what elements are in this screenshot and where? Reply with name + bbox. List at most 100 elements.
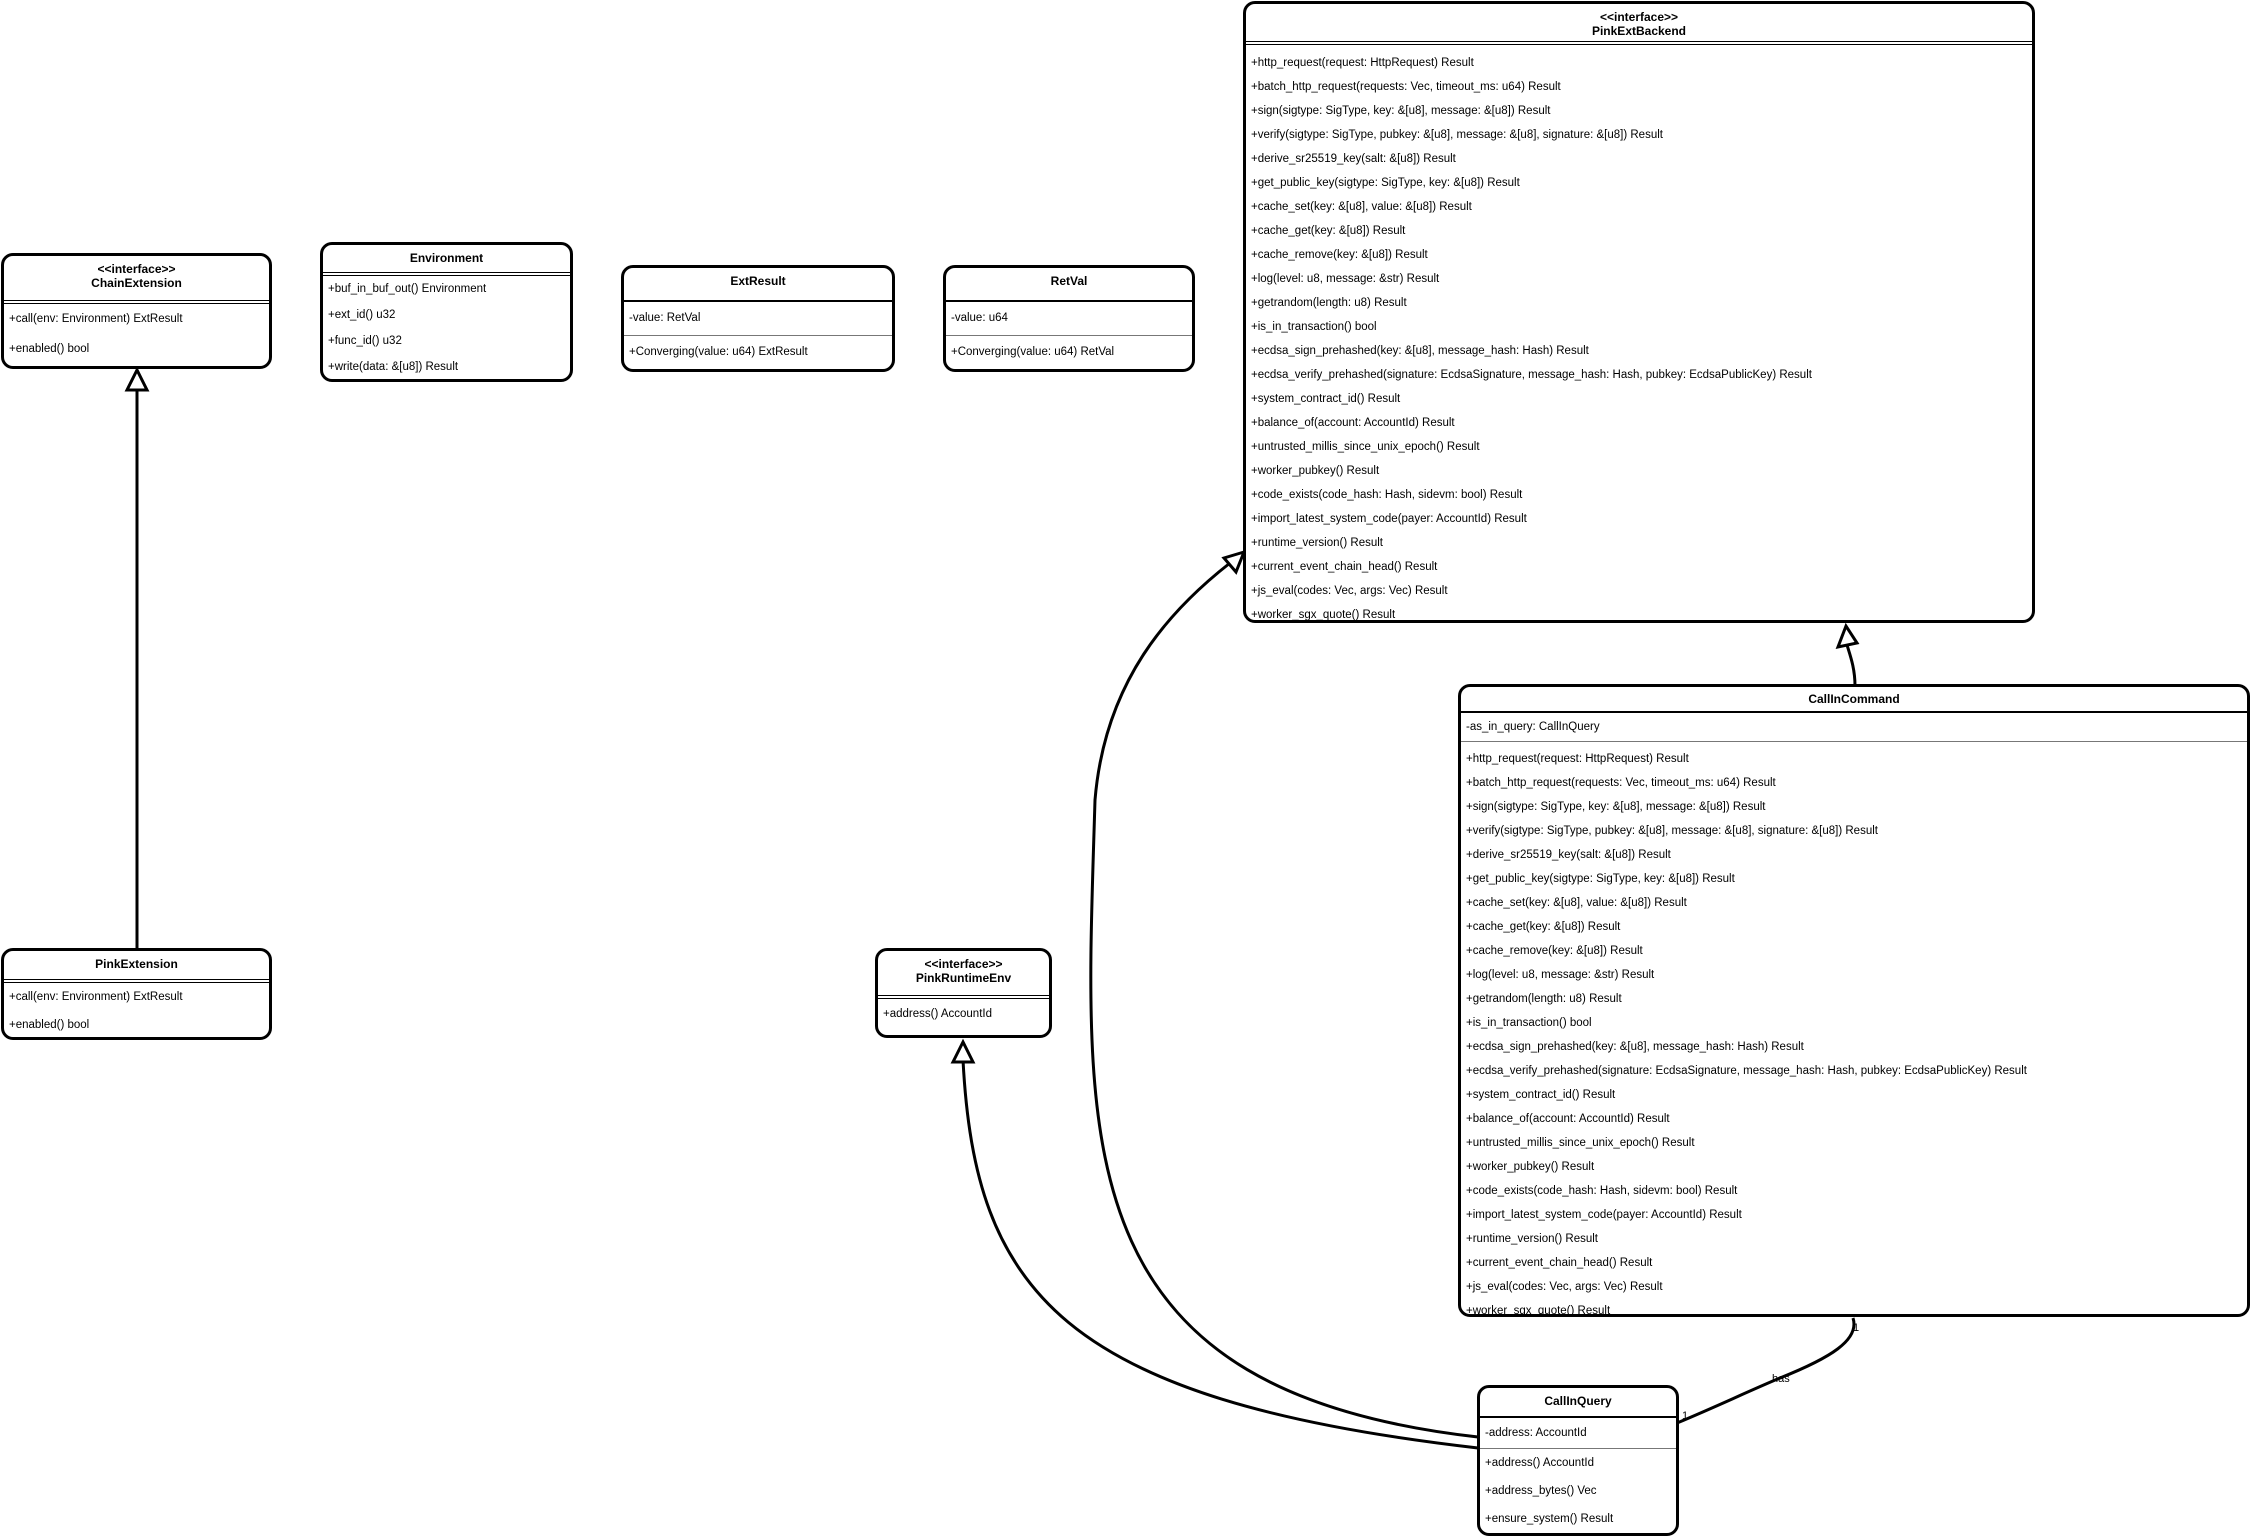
class-header: RetVal <box>946 268 1192 300</box>
method-list: +http_request(request: HttpRequest) Resu… <box>1461 742 2247 1317</box>
method-row: +cache_remove(key: &[u8]) Result <box>1251 249 1428 261</box>
class-chainextension[interactable]: <<interface>> ChainExtension +call(env: … <box>1 253 272 369</box>
class-name: Environment <box>409 251 484 265</box>
method-row: +verify(sigtype: SigType, pubkey: &[u8],… <box>1251 129 1663 141</box>
method-row: +ecdsa_sign_prehashed(key: &[u8], messag… <box>1466 1041 1804 1053</box>
class-pinkextbackend[interactable]: <<interface>> PinkExtBackend +http_reque… <box>1243 1 2035 623</box>
method-row: +system_contract_id() Result <box>1466 1089 1616 1101</box>
class-name: ExtResult <box>730 274 786 288</box>
method-row: +ecdsa_sign_prehashed(key: &[u8], messag… <box>1251 345 1589 357</box>
class-header: CallInQuery <box>1480 1388 1676 1416</box>
method-row: +cache_get(key: &[u8]) Result <box>1251 225 1406 237</box>
method-row: +call(env: Environment) ExtResult <box>9 313 183 325</box>
class-environment[interactable]: Environment +buf_in_buf_out() Environmen… <box>320 242 573 382</box>
method-row: +js_eval(codes: Vec, args: Vec) Result <box>1466 1281 1663 1293</box>
method-row: +address_bytes() Vec <box>1485 1485 1597 1497</box>
method-row: +call(env: Environment) ExtResult <box>9 991 183 1003</box>
method-row: +http_request(request: HttpRequest) Resu… <box>1251 57 1474 69</box>
divider <box>1461 741 2247 742</box>
class-retval[interactable]: RetVal -value: u64 +Converging(value: u6… <box>943 265 1195 372</box>
method-row: +ext_id() u32 <box>328 309 396 321</box>
divider <box>323 272 570 276</box>
method-row: +log(level: u8, message: &str) Result <box>1466 969 1655 981</box>
method-row: +get_public_key(sigtype: SigType, key: &… <box>1466 873 1735 885</box>
class-callincommand[interactable]: CallInCommand -as_in_query: CallInQuery … <box>1458 684 2250 1317</box>
attribute-row: -value: RetVal <box>629 312 701 324</box>
method-row: +js_eval(codes: Vec, args: Vec) Result <box>1251 585 1448 597</box>
method-row: +address() AccountId <box>883 1008 992 1020</box>
edge-callinquery-realizes-pinkruntimeenv <box>961 1059 1479 1450</box>
arrowhead-pinkextbackend-left <box>1221 549 1247 575</box>
method-row: +worker_sgx_quote() Result <box>1251 609 1396 621</box>
method-row: +cache_set(key: &[u8], value: &[u8]) Res… <box>1466 897 1687 909</box>
attribute-row: -as_in_query: CallInQuery <box>1466 721 1600 733</box>
method-row: +import_latest_system_code(payer: Accoun… <box>1466 1209 1742 1221</box>
divider <box>878 995 1049 999</box>
method-row: +code_exists(code_hash: Hash, sidevm: bo… <box>1466 1185 1738 1197</box>
attribute-row: -value: u64 <box>951 312 1008 324</box>
method-row: +worker_pubkey() Result <box>1251 465 1380 477</box>
method-row: +runtime_version() Result <box>1466 1233 1598 1245</box>
method-row: +getrandom(length: u8) Result <box>1466 993 1622 1005</box>
arrowhead-pinkruntimeenv <box>950 1038 976 1064</box>
class-pinkextension[interactable]: PinkExtension +call(env: Environment) Ex… <box>1 948 272 1040</box>
multiplicity-source: 1 <box>1682 1410 1689 1422</box>
divider <box>1246 41 2032 45</box>
method-row: +untrusted_millis_since_unix_epoch() Res… <box>1251 441 1480 453</box>
class-name: PinkExtension <box>95 957 178 971</box>
class-header: ExtResult <box>624 268 892 300</box>
class-name: RetVal <box>1050 274 1088 288</box>
method-row: +get_public_key(sigtype: SigType, key: &… <box>1251 177 1520 189</box>
method-row: +address() AccountId <box>1485 1457 1594 1469</box>
method-row: +func_id() u32 <box>328 335 402 347</box>
method-row: +buf_in_buf_out() Environment <box>328 283 487 295</box>
attribute-row: -address: AccountId <box>1485 1427 1587 1439</box>
stereotype: <<interface>> <box>924 957 1003 971</box>
method-row: +write(data: &[u8]) Result <box>328 361 459 373</box>
method-row: +import_latest_system_code(payer: Accoun… <box>1251 513 1527 525</box>
class-name: ChainExtension <box>91 276 182 290</box>
divider <box>946 300 1192 302</box>
method-row: +cache_remove(key: &[u8]) Result <box>1466 945 1643 957</box>
divider <box>4 300 269 304</box>
method-row: +worker_pubkey() Result <box>1466 1161 1595 1173</box>
class-pinkruntimeenv[interactable]: <<interface>> PinkRuntimeEnv +address() … <box>875 948 1052 1038</box>
method-row: +getrandom(length: u8) Result <box>1251 297 1407 309</box>
method-row: +cache_set(key: &[u8], value: &[u8]) Res… <box>1251 201 1472 213</box>
class-header: Environment <box>323 245 570 272</box>
method-row: +runtime_version() Result <box>1251 537 1383 549</box>
arrowhead-chainextension <box>124 366 150 392</box>
divider <box>624 300 892 302</box>
class-name: PinkRuntimeEnv <box>915 971 1012 985</box>
class-header: <<interface>> PinkExtBackend <box>1246 4 2032 41</box>
class-header: <<interface>> ChainExtension <box>4 256 269 300</box>
method-row: +sign(sigtype: SigType, key: &[u8], mess… <box>1466 801 1766 813</box>
method-row: +balance_of(account: AccountId) Result <box>1251 417 1455 429</box>
multiplicity-target: 1 <box>1853 1322 1860 1334</box>
method-row: +current_event_chain_head() Result <box>1251 561 1438 573</box>
method-list: +http_request(request: HttpRequest) Resu… <box>1246 45 2032 621</box>
method-row: +worker_sgx_quote() Result <box>1466 1305 1611 1317</box>
method-row: +batch_http_request(requests: Vec, timeo… <box>1251 81 1561 93</box>
method-row: +system_contract_id() Result <box>1251 393 1401 405</box>
method-row: +Converging(value: u64) ExtResult <box>629 346 808 358</box>
divider <box>1480 1448 1676 1449</box>
class-extresult[interactable]: ExtResult -value: RetVal +Converging(val… <box>621 265 895 372</box>
class-callinquery[interactable]: CallInQuery -address: AccountId +address… <box>1477 1385 1679 1536</box>
method-row: +enabled() bool <box>9 1019 90 1031</box>
class-name: PinkExtBackend <box>1591 24 1687 38</box>
divider <box>4 979 269 983</box>
arrowhead-pinkextbackend-right <box>1835 622 1860 650</box>
method-row: +cache_get(key: &[u8]) Result <box>1466 921 1621 933</box>
method-row: +derive_sr25519_key(salt: &[u8]) Result <box>1466 849 1671 861</box>
method-row: +ecdsa_verify_prehashed(signature: Ecdsa… <box>1251 369 1812 381</box>
class-name: CallInQuery <box>1544 1394 1612 1408</box>
method-row: +enabled() bool <box>9 343 90 355</box>
association-label: has <box>1772 1373 1790 1385</box>
class-header: PinkExtension <box>4 951 269 979</box>
method-row: +sign(sigtype: SigType, key: &[u8], mess… <box>1251 105 1551 117</box>
method-row: +code_exists(code_hash: Hash, sidevm: bo… <box>1251 489 1523 501</box>
divider <box>1480 1416 1676 1418</box>
method-row: +current_event_chain_head() Result <box>1466 1257 1653 1269</box>
method-row: +log(level: u8, message: &str) Result <box>1251 273 1440 285</box>
